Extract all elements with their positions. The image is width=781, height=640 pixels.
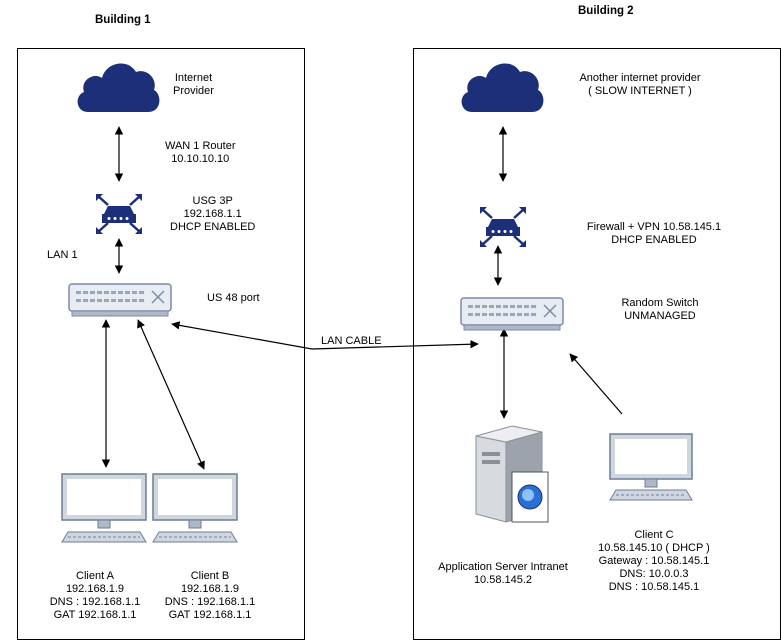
server-icon [475, 425, 549, 523]
lan-label: LAN 1 [47, 249, 78, 261]
cloud-icon-building-1 [77, 63, 160, 112]
wire-clientc-switch [569, 353, 623, 415]
computer-icon-client-a [61, 473, 147, 543]
cloud-icon-building-2 [461, 63, 544, 112]
wire-switch-clientb [137, 319, 205, 470]
lan-cable-label: LAN CABLE [321, 335, 382, 347]
cloud-label-2: Another internet provider( SLOW INTERNET… [579, 72, 701, 97]
switch-label-1: US 48 port [207, 292, 260, 304]
computer-icon-client-c [609, 433, 693, 501]
switch-icon-us48 [68, 283, 172, 317]
router-icon-usg [96, 194, 142, 234]
switch-icon-random [460, 297, 564, 331]
building-2-title: Building 2 [578, 5, 634, 17]
computer-icon-client-b [152, 473, 238, 543]
building-1-title: Building 1 [95, 14, 151, 26]
wire-lan-cable [171, 321, 479, 350]
router-icon-firewall [480, 207, 526, 247]
